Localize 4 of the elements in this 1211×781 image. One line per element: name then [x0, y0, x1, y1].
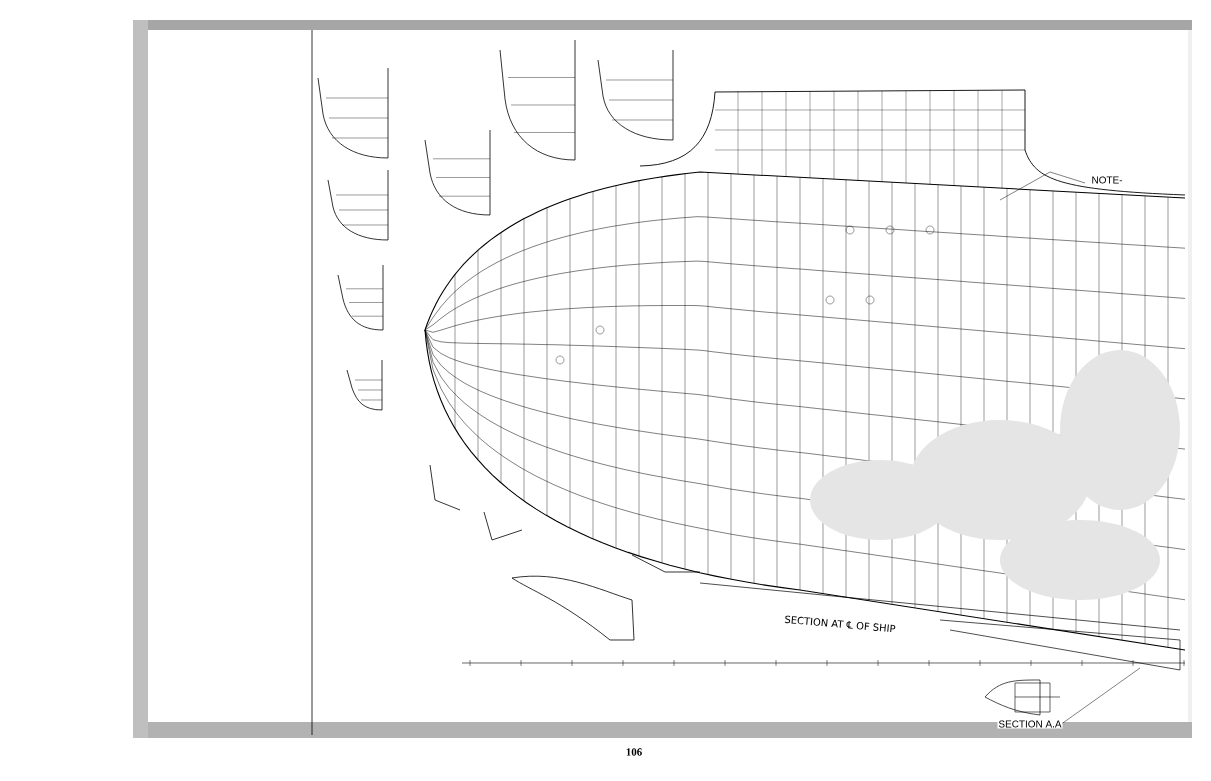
note-label: NOTE-	[1092, 176, 1123, 184]
section-label: SECTION A.A	[997, 719, 1063, 729]
section-label: SECTION AT ℄ OF SHIP	[784, 615, 896, 633]
page-number: 106	[626, 748, 642, 756]
